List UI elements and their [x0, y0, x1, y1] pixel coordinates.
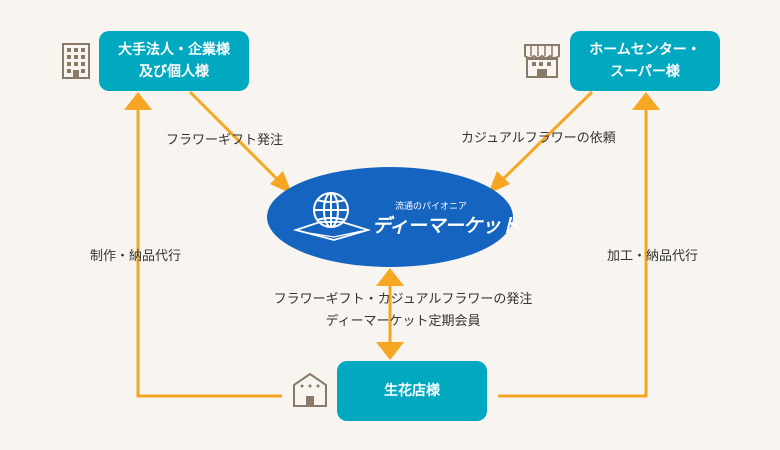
arrow-home-to-center — [498, 90, 594, 184]
node-flowershop-label: 生花店様 — [384, 383, 440, 399]
edge-label-home-to-center: カジュアルフラワーの依頼 — [461, 131, 616, 146]
arrow-home-to-center-head — [488, 171, 510, 194]
edge-label-left-loop: 制作・納品代行 — [90, 249, 182, 264]
edge-label-corp-to-center: フラワーギフト発注 — [166, 133, 284, 148]
edge-label-shop-center-line2: ディーマーケット定期会員 — [325, 314, 481, 329]
arrow-left-loop — [136, 104, 282, 398]
edge-label-right-loop: 加工・納品代行 — [607, 249, 699, 264]
node-homecenter: ホームセンター・ スーパー様 — [570, 31, 720, 91]
arrow-corp-to-center-head — [270, 171, 292, 194]
node-homecenter-line1: ホームセンター・ — [589, 42, 701, 58]
center-tagline: 流通のパイオニア — [394, 202, 467, 212]
arrow-left-loop-head — [124, 92, 152, 110]
arrow-center-shop-head-down — [376, 342, 404, 360]
node-flowershop: 生花店様 — [337, 361, 487, 421]
node-corporate-line1: 大手法人・企業様 — [118, 42, 230, 58]
center-brand: ディーマーケット — [372, 215, 519, 237]
edge-label-shop-center: フラワーギフト・カジュアルフラワーの発注 ディーマーケット定期会員 — [255, 289, 551, 333]
flower-shop-house-icon — [293, 372, 327, 407]
node-corporate: 大手法人・企業様 及び個人様 — [99, 31, 249, 91]
node-corporate-line2: 及び個人様 — [139, 64, 209, 80]
center-ellipse — [267, 167, 513, 267]
office-building-icon — [62, 43, 90, 79]
arrow-center-shop-head-up — [376, 268, 404, 286]
storefront-icon — [524, 44, 560, 78]
arrow-right-loop-head — [632, 92, 660, 110]
node-homecenter-line2: スーパー様 — [610, 64, 680, 80]
edge-label-shop-center-line1: フラワーギフト・カジュアルフラワーの発注 — [273, 292, 533, 307]
arrow-right-loop — [498, 104, 648, 398]
arrow-corp-to-center — [188, 90, 282, 184]
globe-logo-icon — [292, 192, 372, 241]
